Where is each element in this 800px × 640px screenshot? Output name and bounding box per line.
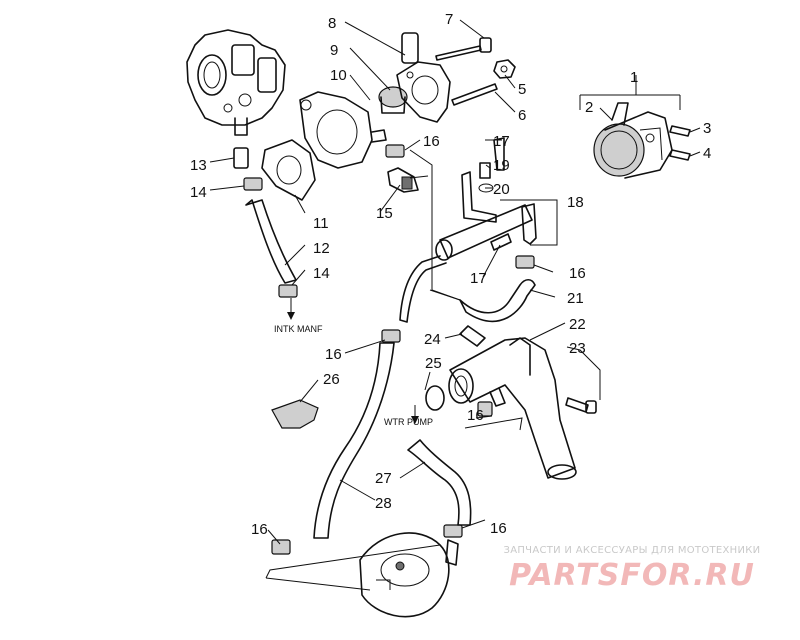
coolant-manifold-18 (399, 171, 537, 323)
clamp-16-d (477, 401, 493, 417)
callout-labels: 1234567891011121314141516161616161617171… (190, 11, 711, 538)
callout-16: 16 (569, 265, 586, 282)
callout-8: 8 (328, 15, 336, 32)
callout-10: 10 (330, 67, 347, 84)
callout-13: 13 (190, 157, 207, 174)
water-pump-housing (359, 532, 459, 618)
callout-2: 2 (585, 99, 593, 116)
watermark-caption: ЗАПЧАСТИ И АКСЕССУАРЫ ДЛЯ МОТОТЕХНИКИ (503, 545, 761, 556)
callout-16: 16 (251, 521, 268, 538)
callout-24: 24 (424, 331, 441, 348)
pump-assembly-1 (593, 102, 673, 179)
callout-7: 7 (445, 11, 453, 28)
clamp-16-f (443, 524, 463, 538)
callout-28: 28 (375, 495, 392, 512)
callout-27: 27 (375, 470, 392, 487)
callout-6: 6 (518, 107, 526, 124)
clamp-16-b (515, 255, 535, 269)
callout-18: 18 (567, 194, 584, 211)
hose-12 (245, 199, 297, 284)
callout-4: 4 (703, 145, 711, 162)
clamp-14-upper (243, 177, 263, 191)
callout-12: 12 (313, 240, 330, 257)
hose-21 (459, 278, 536, 323)
note-intake-manifold: INTK MANF (274, 324, 323, 334)
callout-1: 1 (630, 69, 638, 86)
clamp-16-a (385, 144, 405, 158)
callout-3: 3 (703, 120, 711, 137)
callout-17: 17 (470, 270, 487, 287)
callout-14: 14 (190, 184, 207, 201)
callout-26: 26 (323, 371, 340, 388)
bolt-17-upper (493, 137, 505, 171)
bolt-23 (565, 397, 589, 413)
gasket-11 (261, 139, 316, 201)
callout-15: 15 (376, 205, 393, 222)
callout-9: 9 (330, 42, 338, 59)
clamp-14-lower (278, 284, 298, 298)
water-pump-elbow-22 (448, 337, 577, 480)
thermostat-housing-10 (299, 91, 387, 169)
hose-28 (313, 342, 395, 539)
bolt-17-lower (490, 233, 512, 251)
clip-26 (271, 399, 319, 429)
fitting-13 (233, 147, 249, 169)
note-water-pump: WTR PUMP (384, 417, 433, 427)
sensor-15 (387, 167, 419, 193)
callout-21: 21 (567, 290, 584, 307)
throttle-body (186, 29, 286, 136)
hose-27 (407, 439, 472, 526)
clamp-16-e (271, 539, 291, 555)
callout-19: 19 (493, 157, 510, 174)
screw-19 (479, 162, 491, 179)
callout-11: 11 (313, 215, 329, 232)
callout-16: 16 (490, 520, 507, 537)
thermostat-cover-8 (396, 32, 451, 123)
callout-17: 17 (493, 133, 510, 150)
callout-14: 14 (313, 265, 330, 282)
callout-20: 20 (493, 181, 510, 198)
connector-24 (459, 325, 486, 347)
callout-16: 16 (423, 133, 440, 150)
nut-5 (493, 59, 516, 79)
o-ring-25 (425, 385, 445, 411)
watermark: ЗАПЧАСТИ И АКСЕССУАРЫ ДЛЯ МОТОТЕХНИКИ PA… (482, 545, 782, 593)
bolt-7 (435, 45, 482, 61)
watermark-logo: PARTSFOR.RU (509, 558, 755, 593)
callout-16: 16 (325, 346, 342, 363)
callout-16: 16 (467, 407, 484, 424)
stud-6 (451, 83, 498, 106)
bolt-4 (669, 149, 691, 161)
leader-lines (209, 19, 701, 591)
bolt-3 (669, 125, 691, 137)
callout-25: 25 (425, 355, 442, 372)
callout-23: 23 (569, 340, 586, 357)
callout-22: 22 (569, 316, 586, 333)
callout-5: 5 (518, 81, 526, 98)
clamp-16-c (381, 329, 401, 343)
